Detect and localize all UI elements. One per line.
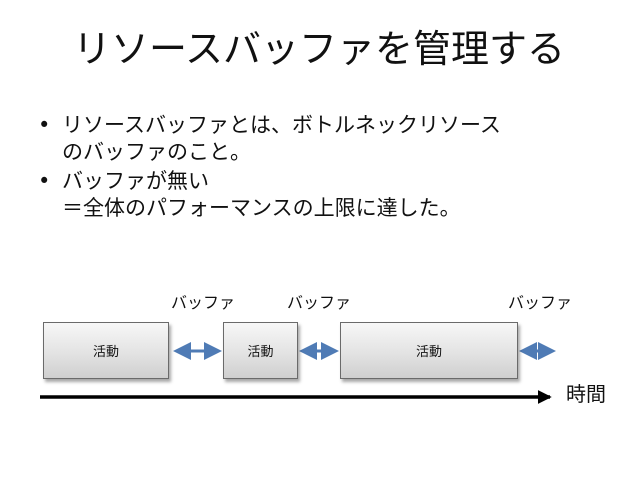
bullet-dot: • — [38, 169, 51, 193]
bullet-item: • バッファが無い ＝全体のパフォーマンスの上限に達した。 — [36, 168, 616, 222]
bullet-text-line: バッファが無い — [62, 169, 209, 193]
buffer-label: バッファ — [287, 293, 352, 312]
bullet-list: • リソースバッファとは、ボトルネックリソース のバッファのこと。 • バッファ… — [36, 112, 616, 224]
bullet-text-line: のバッファのこと。 — [62, 140, 251, 164]
bullet-dot: • — [38, 113, 51, 137]
activity-label: 活動 — [92, 345, 119, 360]
time-axis-label: 時間 — [566, 382, 606, 406]
activity-box: 活動 — [43, 322, 169, 379]
bullet-item: • リソースバッファとは、ボトルネックリソース のバッファのこと。 — [36, 112, 616, 166]
buffer-label: バッファ — [171, 293, 236, 312]
activity-box: 活動 — [340, 322, 518, 379]
activity-label: 活動 — [415, 345, 442, 360]
activity-label: 活動 — [247, 345, 274, 360]
buffer-label: バッファ — [508, 293, 573, 312]
activity-box: 活動 — [223, 322, 298, 379]
slide-title: リソースバッファを管理する — [72, 27, 566, 71]
bullet-text-line: リソースバッファとは、ボトルネックリソース — [62, 113, 501, 137]
bullet-text-line: ＝全体のパフォーマンスの上限に達した。 — [62, 196, 461, 220]
